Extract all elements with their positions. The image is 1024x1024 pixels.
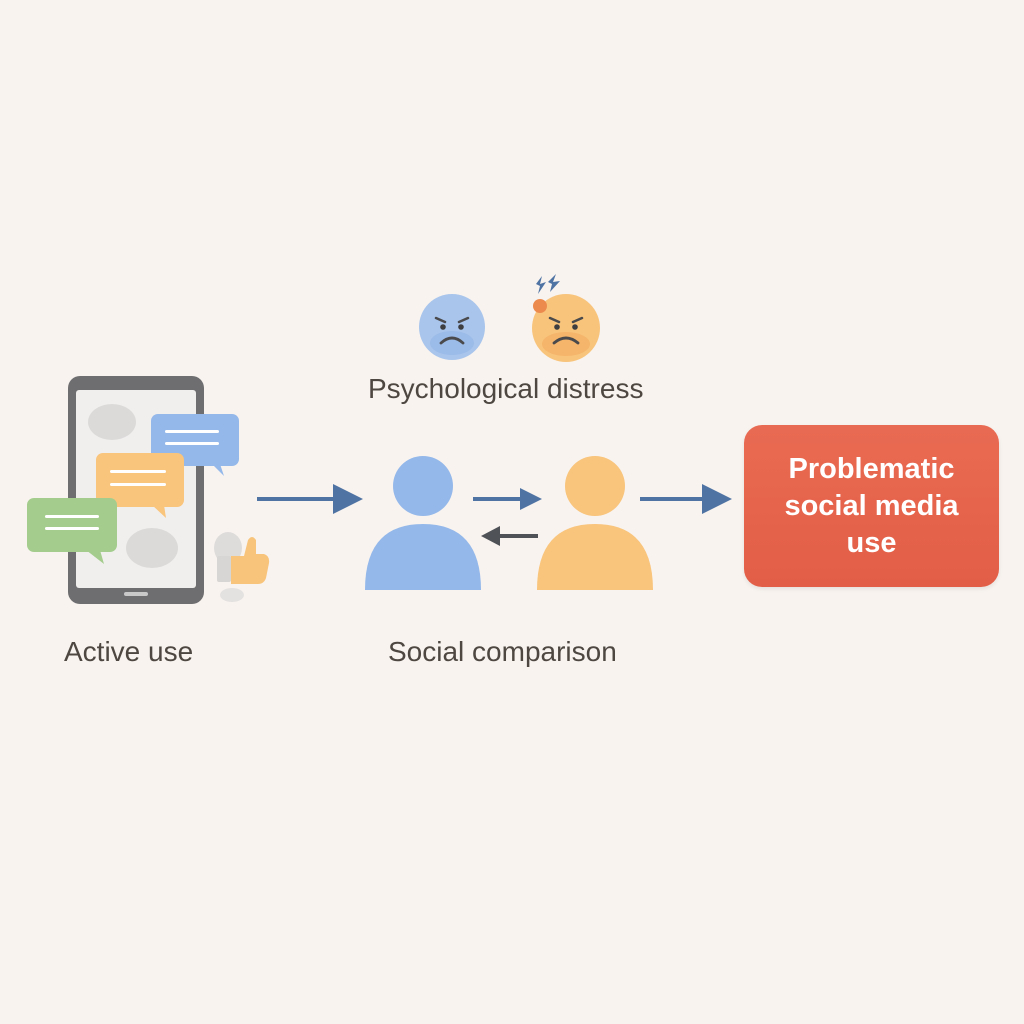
sad-face-icon: [419, 294, 485, 360]
outcome-box: Problematic social media use: [744, 425, 999, 587]
person-b-icon: [537, 456, 653, 590]
social-comparison-label: Social comparison: [388, 636, 617, 667]
arrow-right-icon: [473, 488, 542, 510]
stressed-face-icon: [532, 274, 600, 362]
thumbs-up-icon: [214, 532, 270, 602]
arrow-left-icon: [481, 526, 538, 546]
person-a-icon: [365, 456, 481, 590]
outcome-label: Problematic social media use: [784, 452, 959, 559]
arrow-to-outcome: [640, 484, 732, 514]
comparison-arrows: [473, 488, 542, 546]
arrow-to-social-comparison: [257, 484, 363, 514]
chat-bubble-icon: [27, 414, 239, 564]
active-use-illustration: [27, 376, 270, 604]
active-use-label: Active use: [64, 636, 194, 667]
psychological-distress-label: Psychological distress: [368, 373, 644, 404]
